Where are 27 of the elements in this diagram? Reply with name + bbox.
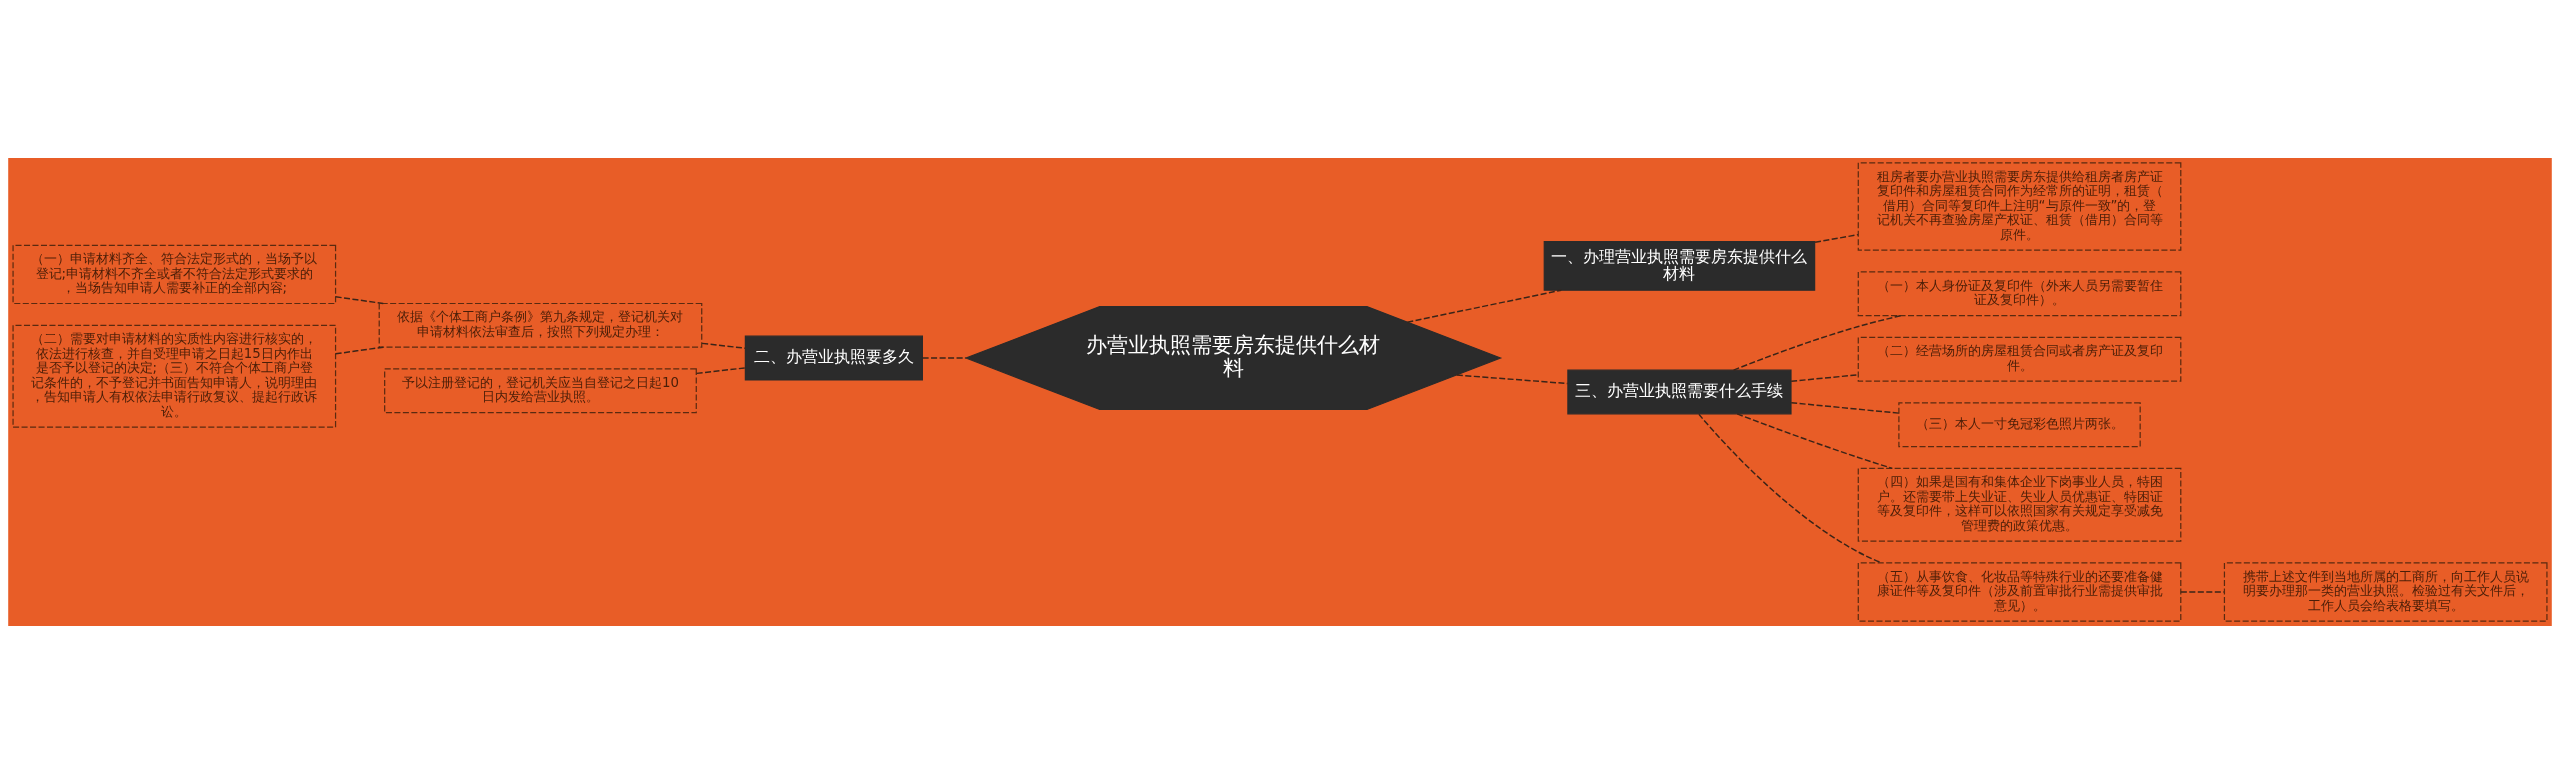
connector: [922, 356, 967, 359]
node-box: 租房者要办营业执照需要房东提供给租房者房产证复印件和房屋租赁合同作为经常所的证明，租赁（借用）合同等复印件上注明“与原件一致”的，登记机关不再查验房屋产权证、租赁（借用）合同等原件。: [1857, 161, 2182, 251]
connector: [1814, 233, 1859, 243]
connector: [1790, 401, 1900, 414]
connector: [1698, 413, 1883, 564]
connector: [1456, 373, 1569, 384]
connector: [334, 295, 384, 304]
connector: [1790, 373, 1859, 382]
node-box: （一）本人身份证及复印件（外来人员另需要暂住证及复印件）。: [1857, 270, 2182, 316]
node-box: （五）从事饮食、化妆品等特殊行业的还要准备健康证件等及复印件（涉及前置审批行业需提供审批意见）。: [1857, 561, 2182, 622]
connector: [695, 366, 746, 374]
connector: [2180, 590, 2225, 593]
node-box: 二、办营业执照要多久: [744, 335, 923, 380]
node-box: （二）经营场所的房屋租赁合同或者房产证及复印件。: [1857, 336, 2182, 382]
node-box: （三）本人一寸免冠彩色照片两张。: [1898, 401, 2141, 447]
node-box: （二）需要对申请材料的实质性内容进行核实的，依法进行核查，并自受理申请之日起15日内作出是否予以登记的决定;（三）不符合个体工商户登记条件的，不予登记并书面告知申请人，说明理由，告知申请人有权依法申请行政复议、提起行政诉讼。: [12, 324, 337, 428]
node-box: （四）如果是国有和集体企业下岗事业人员，特困户。还需要带上失业证、失业人员优惠证、特困证等及复印件，这样可以依照国家有关规定享受减免管理费的政策优惠。: [1857, 467, 2182, 542]
node-box: 三、办营业执照需要什么手续: [1567, 369, 1792, 414]
connector: [1406, 288, 1563, 323]
node-box: 一、办理营业执照需要房东提供什么材料: [1543, 240, 1816, 291]
node-box: （一）申请材料齐全、符合法定形式的，当场予以登记;申请材料不齐全或者不符合法定形式要求的，当场告知申请人需要补正的全部内容;: [12, 244, 337, 304]
connector: [701, 342, 746, 349]
node-box: 携带上述文件到当地所属的工商所，向工作人员说明要办理那一类的营业执照。检验过有关文件后，工作人员会给表格要填写。: [2223, 561, 2548, 622]
node-box: 依据《个体工商户条例》第九条规定，登记机关对申请材料依法审查后，按照下列规定办理：: [378, 302, 703, 348]
connector: [1736, 412, 1893, 469]
node-box: 予以注册登记的，登记机关应当自登记之日起10日内发给营业执照。: [384, 367, 697, 413]
connector: [334, 345, 384, 355]
